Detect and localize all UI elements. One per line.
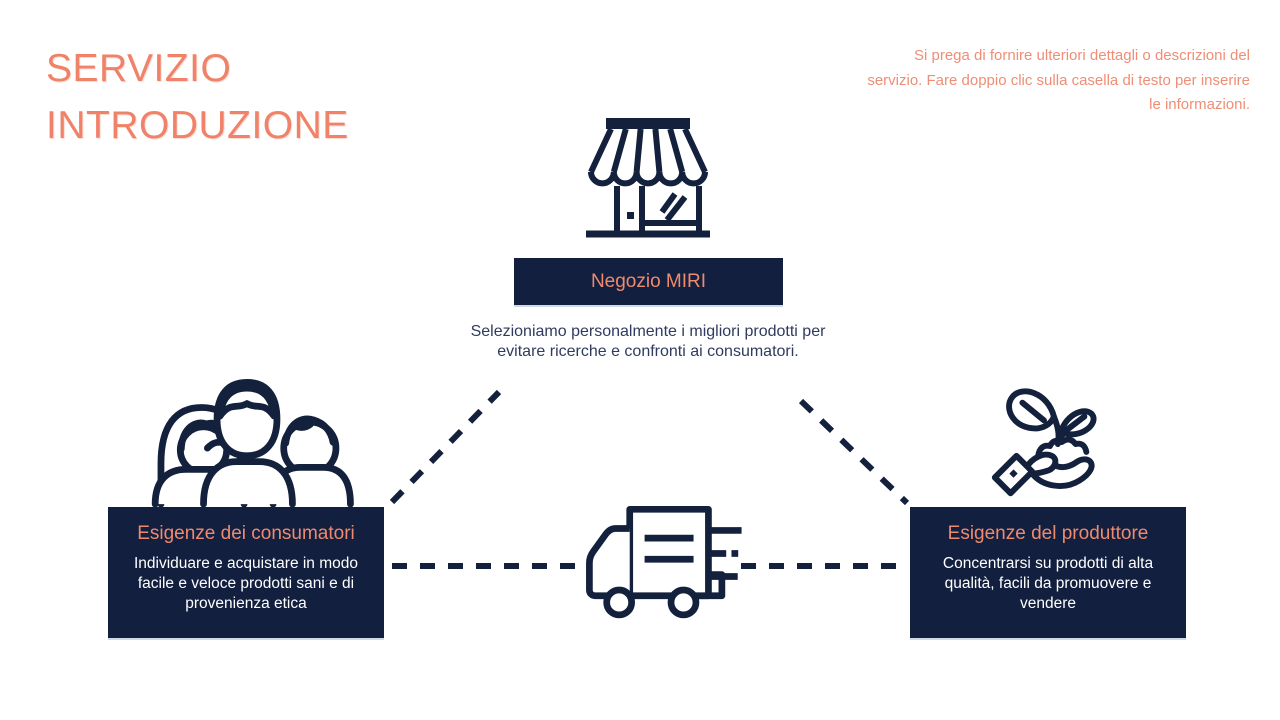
connector-consumers-store [389, 389, 502, 505]
consumers-card[interactable]: Esigenze dei consumatori Individuare e a… [108, 507, 384, 638]
store-label-box[interactable]: Negozio MIRI [514, 258, 783, 305]
instruction-note-textbox[interactable]: Si prega di fornire ulteriori dettagli o… [867, 47, 1250, 113]
store-description-textbox[interactable]: Selezioniamo personalmente i migliori pr… [470, 323, 826, 360]
consumers-card-title: Esigenze dei consumatori [137, 523, 355, 544]
people-group-icon [126, 363, 368, 508]
consumers-card-body: Individuare e acquistare in modo facile … [133, 555, 359, 612]
slide-title-line-1: SERVIZIO [46, 47, 232, 90]
producer-card-body: Concentrarsi su prodotti di alta qualità… [942, 555, 1154, 612]
slide-title-line-2: INTRODUZIONE [46, 104, 349, 147]
store-label: Negozio MIRI [590, 270, 707, 292]
slide-title[interactable]: SERVIZIO INTRODUZIONE [46, 40, 466, 154]
producer-card-title: Esigenze del produttore [947, 523, 1149, 544]
storefront-icon [578, 112, 718, 246]
hand-plant-icon [985, 383, 1107, 509]
producer-card[interactable]: Esigenze del produttore Concentrarsi su … [910, 507, 1186, 638]
connector-store-producer [798, 398, 910, 506]
delivery-truck-icon [575, 503, 743, 627]
